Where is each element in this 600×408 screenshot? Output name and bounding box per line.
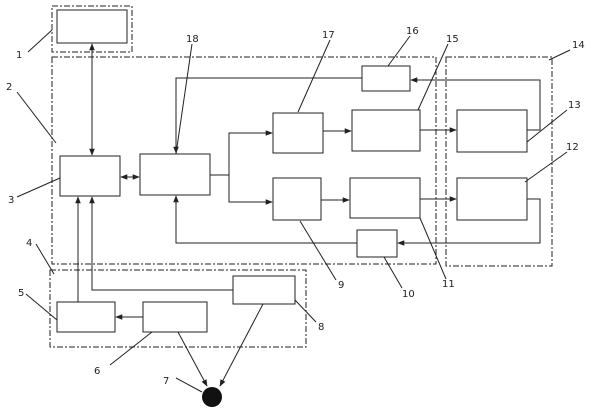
link-18-9 (228, 175, 273, 205)
leader-10 (383, 256, 403, 289)
label-11: 11 (442, 279, 455, 290)
label-13: 13 (568, 100, 581, 111)
leader-3 (16, 177, 61, 198)
link-8-7 (219, 303, 264, 387)
label-8: 8 (318, 322, 324, 333)
block-10 (356, 229, 398, 258)
label-7: 7 (163, 376, 169, 387)
link-18-17 (210, 130, 273, 176)
block-8 (232, 275, 296, 305)
label-6: 6 (94, 366, 100, 377)
leader-9 (299, 220, 337, 281)
label-12: 12 (566, 142, 579, 153)
leader-17 (297, 39, 331, 113)
leader-12 (524, 151, 568, 183)
block-16 (361, 65, 411, 92)
leader-7 (175, 377, 203, 393)
leader-14 (548, 49, 571, 61)
label-18: 18 (186, 34, 199, 45)
leader-2 (16, 91, 57, 144)
label-15: 15 (446, 34, 459, 45)
frame-14 (445, 56, 553, 267)
link-12-10 (397, 198, 541, 246)
block-11 (349, 177, 421, 219)
leader-4 (35, 243, 55, 275)
link-13-16 (410, 77, 541, 131)
leader-16 (387, 35, 411, 67)
block-5 (56, 301, 116, 333)
block-18 (139, 153, 211, 196)
link-16-18 (173, 77, 362, 154)
leader-11 (419, 217, 447, 280)
leader-15 (417, 43, 449, 111)
label-16: 16 (406, 26, 419, 37)
leader-5 (25, 293, 58, 321)
label-4: 4 (26, 238, 32, 249)
link-8-3 (89, 196, 233, 291)
label-17: 17 (322, 30, 335, 41)
leader-1 (27, 29, 53, 53)
block-12 (456, 177, 528, 221)
block-15 (351, 109, 421, 152)
block-9 (272, 177, 322, 221)
node-7 (202, 387, 222, 407)
leader-6 (109, 331, 153, 366)
block-17 (272, 112, 324, 154)
link-6-7 (177, 331, 208, 387)
leader-18 (175, 43, 193, 155)
label-3: 3 (8, 195, 14, 206)
frame-4 (49, 269, 307, 348)
label-2: 2 (6, 82, 12, 93)
block-1 (56, 9, 128, 44)
block-6 (142, 301, 208, 333)
label-14: 14 (572, 40, 585, 51)
label-10: 10 (402, 289, 415, 300)
link-10-18 (173, 195, 357, 244)
label-9: 9 (338, 280, 344, 291)
label-1: 1 (16, 50, 22, 61)
leader-8 (294, 299, 317, 323)
block-13 (456, 109, 528, 153)
label-5: 5 (18, 288, 24, 299)
leader-13 (526, 109, 568, 143)
block-3 (59, 155, 121, 197)
frame-2 (51, 56, 437, 265)
